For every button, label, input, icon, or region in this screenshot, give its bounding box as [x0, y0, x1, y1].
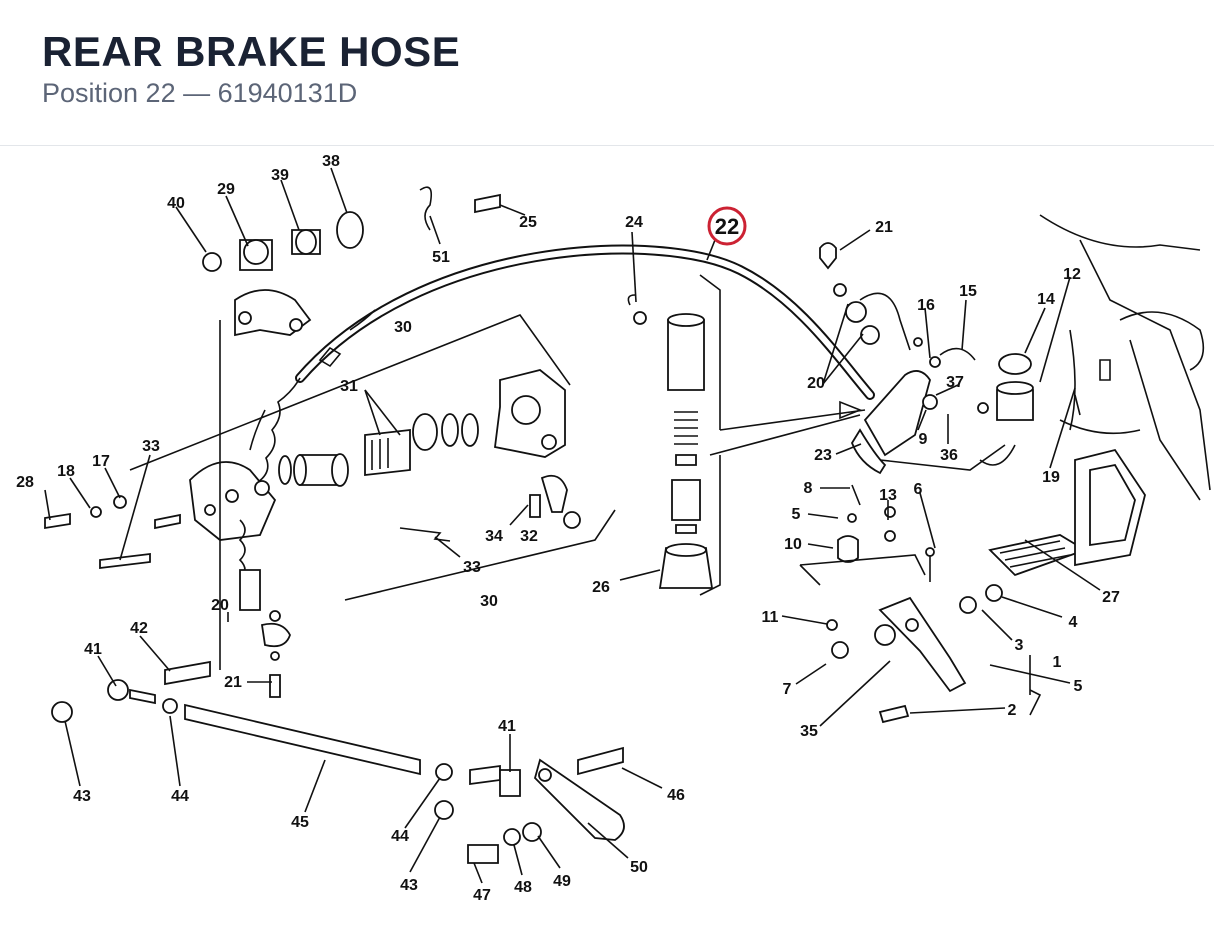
frame-outline: [1039, 214, 1211, 501]
callout-label: 43: [400, 877, 418, 894]
highlight-callout-22[interactable]: 22: [707, 206, 747, 246]
callout-label: 1: [1053, 654, 1062, 671]
callout-label: 3: [1015, 637, 1024, 654]
callout-label: 2: [1008, 702, 1017, 719]
callout-label: 37: [946, 374, 964, 391]
callout-label: 18: [57, 463, 75, 480]
callout-label: 17: [92, 453, 110, 470]
callout-label: 28: [16, 474, 34, 491]
callout-label: 20: [807, 375, 825, 392]
callout-label: 38: [322, 153, 340, 170]
callout-label: 15: [959, 283, 977, 300]
callout-label: 11: [762, 609, 779, 626]
reaction-rod-parts: [202, 186, 501, 337]
callout-label: 24: [625, 214, 643, 231]
caliper-parts: [278, 369, 581, 542]
callout-label: 26: [592, 579, 610, 596]
callout-labels: 1 2 3 4 5 5 6 7 8 9 10 11 12 13 14 15 16…: [16, 153, 1120, 904]
master-cylinder: [850, 347, 1034, 475]
callout-label: 43: [73, 788, 91, 805]
callout-label: 27: [1102, 589, 1120, 606]
callout-label: 30: [480, 593, 498, 610]
brake-rod-assembly: [51, 660, 625, 864]
callout-label: 21: [875, 219, 893, 236]
callout-label: 49: [553, 873, 571, 890]
callout-label: 47: [473, 887, 491, 904]
brake-pedal-assembly: [819, 242, 1146, 724]
callout-label: 21: [224, 674, 242, 691]
caliper-piston-stack: [627, 294, 714, 589]
callout-label: 5: [792, 506, 801, 523]
callout-label: 41: [498, 718, 516, 735]
callout-label: 13: [879, 487, 897, 504]
callout-label: 48: [514, 879, 532, 896]
callout-label: 5: [1074, 678, 1083, 695]
callout-label: 31: [340, 378, 358, 395]
callout-label: 44: [171, 788, 189, 805]
brake-hose-part[interactable]: [257, 244, 875, 483]
callout-label: 42: [130, 620, 148, 637]
callout-label: 7: [783, 681, 792, 698]
callout-label: 19: [1042, 469, 1060, 486]
callout-label: 9: [919, 431, 928, 448]
callout-label: 44: [391, 828, 409, 845]
callout-label: 40: [167, 195, 185, 212]
exploded-parts-diagram: 22 1 2 3 4 5 5 6 7 8 9 10 11 12 13 14 15…: [16, 153, 1211, 904]
callout-label: 34: [485, 528, 503, 545]
caliper-bracket: [44, 409, 291, 698]
callout-label: 29: [217, 181, 235, 198]
highlight-ring: [707, 206, 747, 246]
highlight-label: 22: [715, 214, 739, 239]
callout-label: 30: [394, 319, 412, 336]
callout-label: 10: [784, 536, 802, 553]
leader-lines: [44, 167, 1101, 884]
callout-label: 25: [519, 214, 537, 231]
grouping-brackets: [129, 274, 1042, 716]
callout-label: 8: [804, 480, 813, 497]
callout-label: 35: [800, 723, 818, 740]
callout-label: 16: [917, 297, 935, 314]
callout-label: 33: [463, 559, 481, 576]
page-title: REAR BRAKE HOSE: [42, 28, 461, 75]
callout-label: 39: [271, 167, 289, 184]
callout-label: 50: [630, 859, 648, 876]
page-header: REAR BRAKE HOSE Position 22 — 61940131D: [0, 0, 1214, 146]
callout-label: 23: [814, 447, 832, 464]
callout-label: 6: [914, 481, 923, 498]
callout-label: 32: [520, 528, 538, 545]
callout-label: 14: [1037, 291, 1055, 308]
callout-label: 33: [142, 438, 160, 455]
callout-label: 45: [291, 814, 309, 831]
callout-label: 4: [1069, 614, 1078, 631]
callout-label: 51: [432, 249, 450, 266]
page-subtitle: Position 22 — 61940131D: [42, 78, 358, 108]
callout-label: 12: [1063, 266, 1081, 283]
callout-label: 41: [84, 641, 102, 658]
callout-label: 46: [667, 787, 685, 804]
callout-label: 36: [940, 447, 958, 464]
callout-label: 20: [211, 597, 229, 614]
